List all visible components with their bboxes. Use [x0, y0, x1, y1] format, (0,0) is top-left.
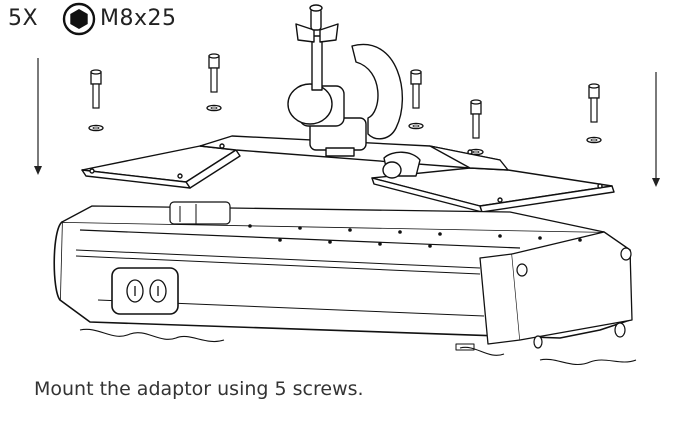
- screw-2: [208, 53, 220, 93]
- screw-quantity: 5X: [8, 6, 39, 31]
- washer-5: [586, 136, 602, 144]
- screw-size: M8x25: [100, 6, 177, 31]
- mounting-holes: [248, 224, 582, 248]
- instruction-caption: Mount the adaptor using 5 screws.: [34, 378, 364, 400]
- adaptor-bracket: [81, 135, 615, 213]
- washer-3: [408, 122, 424, 130]
- hex-socket-icon: [62, 2, 96, 36]
- half-coupler-clamp: [287, 4, 421, 179]
- drawing: [34, 4, 660, 366]
- washer-1: [88, 124, 104, 132]
- screw-4: [470, 99, 482, 139]
- down-arrow-right-icon: [652, 72, 660, 187]
- fixture-body: [53, 201, 633, 351]
- screw-requirement: 5X M8x25: [0, 0, 260, 44]
- screw-1: [90, 69, 102, 109]
- down-arrow-left-icon: [34, 58, 42, 175]
- washer-2: [206, 104, 222, 112]
- screw-5: [588, 83, 600, 123]
- crop-edge: [79, 328, 637, 366]
- screw-3: [410, 69, 422, 109]
